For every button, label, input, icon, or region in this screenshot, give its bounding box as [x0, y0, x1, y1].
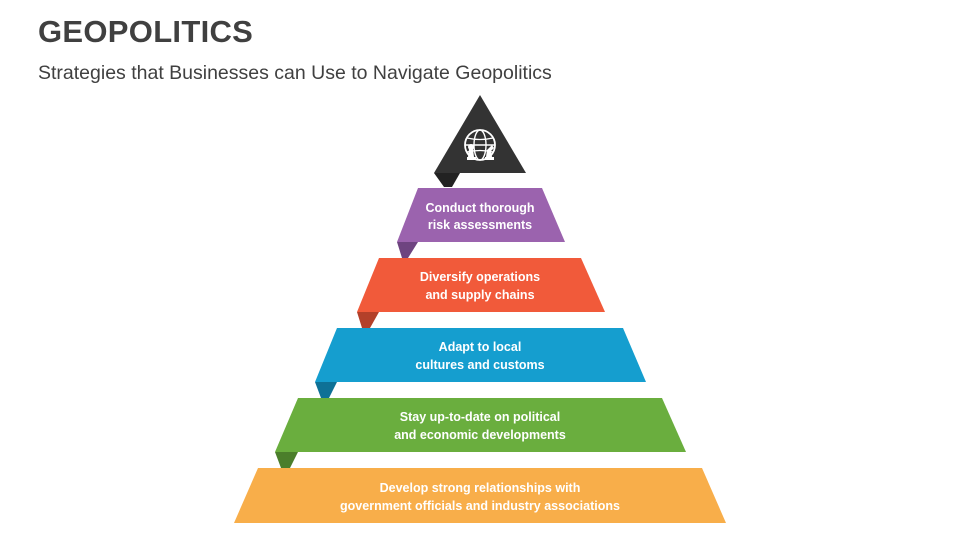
globe-chess-icon	[464, 129, 496, 161]
pyramid-tier-4: Stay up-to-date on political and economi…	[275, 398, 686, 452]
tier-5-shape	[234, 468, 726, 523]
tier-5-line-2: government officials and industry associ…	[340, 499, 620, 513]
slide-title: GEOPOLITICS	[38, 14, 254, 49]
tier-1-shape	[397, 188, 565, 242]
tier-5-line-1: Develop strong relationships with	[380, 481, 581, 495]
tier-4-line-1: Stay up-to-date on political	[400, 410, 560, 424]
tier-3-line-2: cultures and customs	[415, 358, 544, 372]
apex-triangle	[434, 95, 526, 173]
pyramid-tier-5: Develop strong relationships with govern…	[234, 468, 726, 523]
fold-tier-2	[357, 312, 379, 328]
ribbon-folds	[275, 173, 460, 468]
tier-2-line-1: Diversify operations	[420, 270, 540, 284]
tier-1-line-2: risk assessments	[428, 218, 532, 232]
slide-subtitle: Strategies that Businesses can Use to Na…	[38, 62, 552, 84]
tier-3-shape	[315, 328, 646, 382]
fold-tier-3	[315, 382, 337, 398]
tier-3-line-1: Adapt to local	[439, 340, 522, 354]
fold-apex	[434, 173, 460, 187]
tier-2-line-2: and supply chains	[425, 288, 534, 302]
tier-4-shape	[275, 398, 686, 452]
tier-1-line-1: Conduct thorough	[426, 201, 535, 215]
tier-2-shape	[357, 258, 605, 312]
pyramid-apex	[434, 95, 526, 173]
pyramid-tier-2: Diversify operations and supply chains	[357, 258, 605, 312]
pyramid-tier-3: Adapt to local cultures and customs	[315, 328, 646, 382]
pyramid-tier-1: Conduct thorough risk assessments	[397, 188, 565, 242]
tier-4-line-2: and economic developments	[394, 428, 566, 442]
fold-tier-4	[275, 452, 298, 468]
fold-tier-1	[397, 242, 418, 258]
